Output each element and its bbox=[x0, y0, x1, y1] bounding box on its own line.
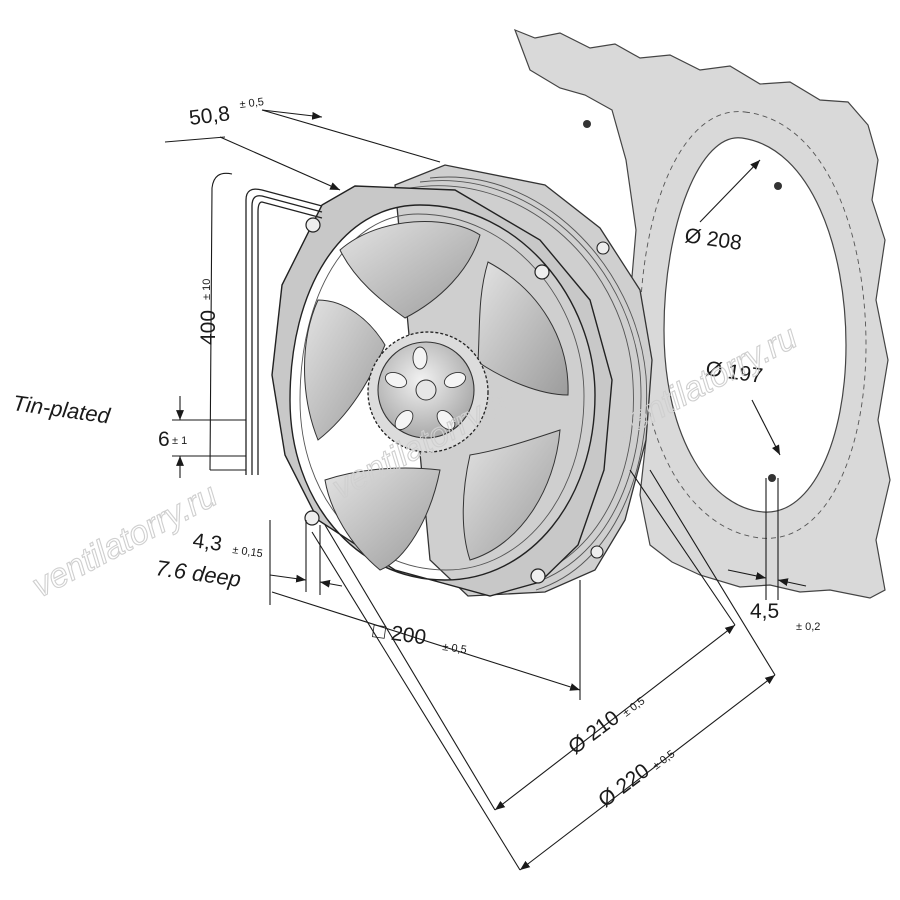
hole-dia-label: 4,5 bbox=[750, 600, 779, 623]
depth-tolerance: ± 0,5 bbox=[239, 96, 265, 111]
mounting-hole-br bbox=[768, 474, 776, 482]
square-size-label: □ 200 bbox=[371, 619, 427, 649]
dia-210-tolerance: ± 0,5 bbox=[621, 695, 648, 719]
dimension-lines bbox=[164, 109, 807, 871]
impeller bbox=[304, 221, 569, 571]
mounting-hole-tl bbox=[583, 120, 591, 128]
frame-hole-tl bbox=[305, 217, 321, 233]
dia-220-label: Ø 220 bbox=[594, 759, 654, 812]
cable-length-tolerance: ± 10 bbox=[201, 279, 213, 300]
square-size-tolerance: ± 0,5 bbox=[442, 641, 468, 656]
dia-208-label: Ø 208 bbox=[683, 224, 743, 255]
frame-hole-tr bbox=[534, 264, 550, 280]
dia-220-tolerance: ± 0,5 bbox=[651, 748, 678, 772]
hole-circle-dashed bbox=[639, 111, 867, 539]
flange-thickness-tolerance: ± 0,15 bbox=[232, 544, 264, 560]
depth-label: 50,8 bbox=[188, 102, 231, 130]
cable bbox=[245, 188, 323, 475]
tin-plated-note: Tin-plated bbox=[11, 390, 112, 428]
dia-210-label: Ø 210 bbox=[564, 706, 624, 759]
hole-dia-tolerance: ± 0,2 bbox=[796, 621, 820, 633]
flange-thickness-label: 4,3 bbox=[191, 529, 223, 556]
frame-hole-br bbox=[530, 568, 546, 584]
mounting-hole-tr bbox=[774, 182, 782, 190]
strip-length-label: 6 bbox=[158, 428, 170, 451]
strip-length-tolerance: ± 1 bbox=[172, 435, 187, 447]
cable-length-label: 400 bbox=[197, 310, 220, 345]
flange-deep-note: 7.6 deep bbox=[154, 555, 242, 592]
frame-hole-bl bbox=[304, 510, 320, 526]
